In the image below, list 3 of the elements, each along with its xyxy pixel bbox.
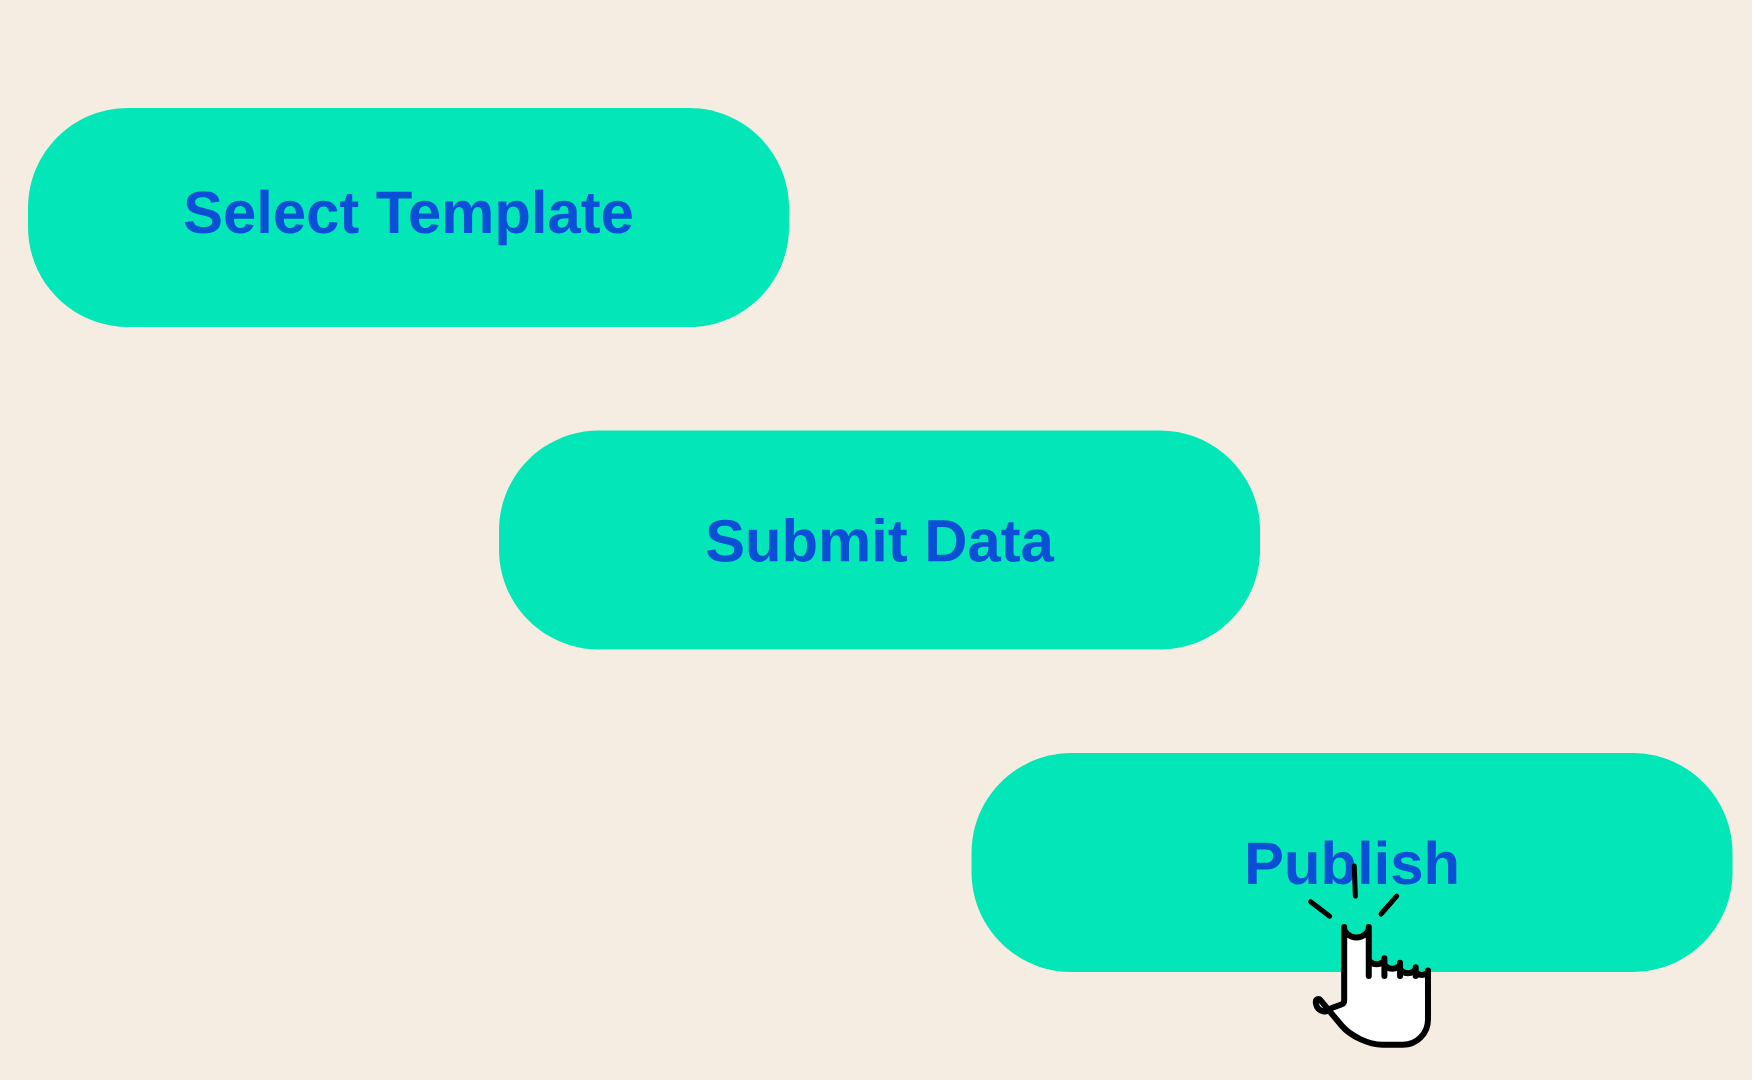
step-button: Publish [971, 753, 1733, 972]
step-button: Select Template [28, 108, 789, 327]
step-button: Submit Data [499, 430, 1260, 650]
